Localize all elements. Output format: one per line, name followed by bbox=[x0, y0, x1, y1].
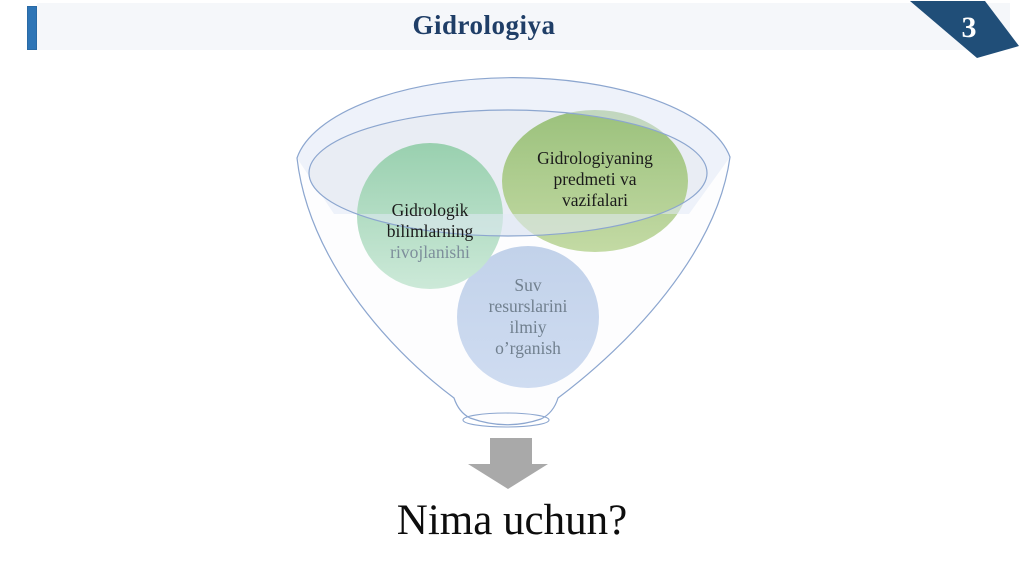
header-band bbox=[37, 3, 1010, 50]
bubble-bottom-label: Suv resurslarini ilmiy o’rganish bbox=[488, 275, 568, 358]
funnel-rim-band bbox=[297, 77, 730, 237]
conclusion-text: Nima uchun? bbox=[396, 497, 628, 544]
page-title: Gidrologiya bbox=[412, 10, 556, 40]
bubble-left-subtitle: rivojlanishi bbox=[390, 242, 470, 262]
bubble-left-label: Gidrologik bilimlarning rivojlanishi bbox=[345, 179, 515, 284]
funnel-spout-ellipse bbox=[462, 412, 550, 428]
header-accent-bar bbox=[27, 6, 37, 50]
funnel-top-ellipse-outline bbox=[308, 109, 708, 237]
funnel-outline bbox=[296, 77, 731, 426]
down-arrow-icon bbox=[468, 438, 548, 489]
bubble-bottom bbox=[457, 246, 599, 388]
bubble-right-label: Gidrologiyaning predmeti va vazifalari bbox=[537, 148, 653, 210]
bubble-left-title: Gidrologik bilimlarning bbox=[386, 200, 474, 241]
